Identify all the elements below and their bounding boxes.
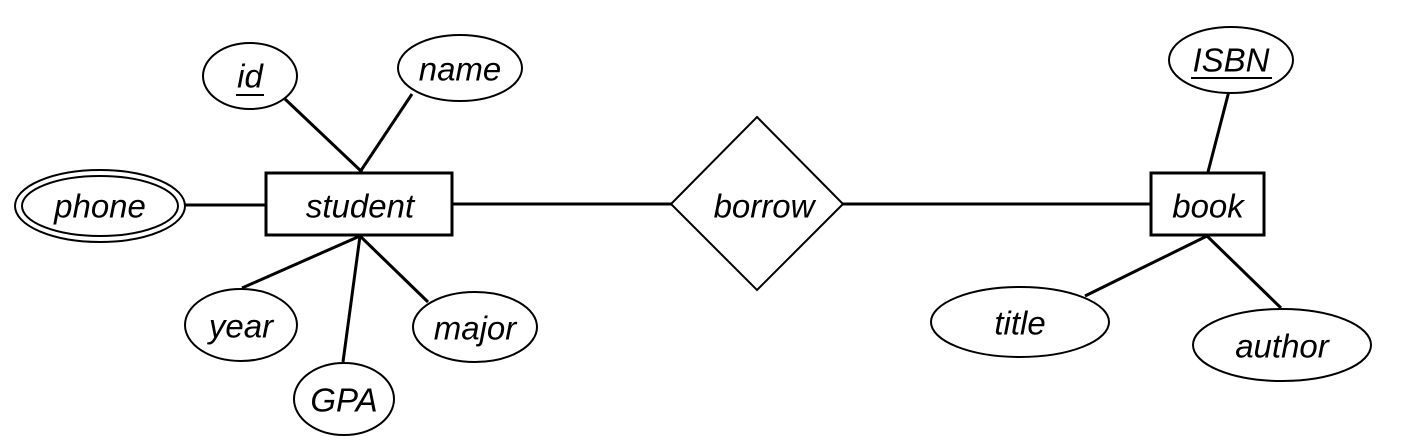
entity-book-label: book (1172, 188, 1245, 225)
attribute-major: major (412, 291, 538, 363)
attribute-phone-label: phone (53, 188, 146, 225)
edge-book-title (1084, 234, 1208, 298)
attribute-title-label: title (994, 305, 1045, 342)
attribute-phone: phone (14, 169, 186, 243)
edge-book-author (1205, 234, 1283, 310)
edge-student-major (358, 234, 430, 304)
entity-student-label: student (306, 188, 416, 225)
edge-student-gpa (341, 235, 362, 363)
attribute-id-label: id (237, 58, 264, 95)
relationship-borrow-label: borrow (714, 188, 817, 225)
attribute-author: author (1192, 308, 1372, 382)
attribute-isbn-label: ISBN (1192, 42, 1269, 79)
connectors (184, 90, 1283, 363)
edge-student-year (241, 234, 361, 290)
attribute-isbn: ISBN (1168, 26, 1294, 94)
attribute-year-label: year (207, 308, 275, 345)
attribute-major-label: major (434, 310, 519, 347)
attribute-author-label: author (1235, 328, 1331, 365)
attribute-year: year (184, 288, 298, 362)
attribute-id: id (202, 42, 298, 110)
attribute-name: name (397, 34, 523, 102)
attribute-gpa-label: GPA (310, 382, 377, 419)
attribute-name-label: name (419, 51, 502, 88)
attribute-title: title (930, 286, 1110, 358)
relationship-borrow: borrow (669, 115, 845, 292)
edge-student-id (283, 97, 364, 174)
attribute-gpa: GPA (293, 362, 395, 436)
edge-book-isbn (1206, 90, 1231, 173)
edge-student-name (358, 93, 414, 173)
entity-book: book (1149, 171, 1266, 237)
entity-student: student (264, 171, 454, 237)
